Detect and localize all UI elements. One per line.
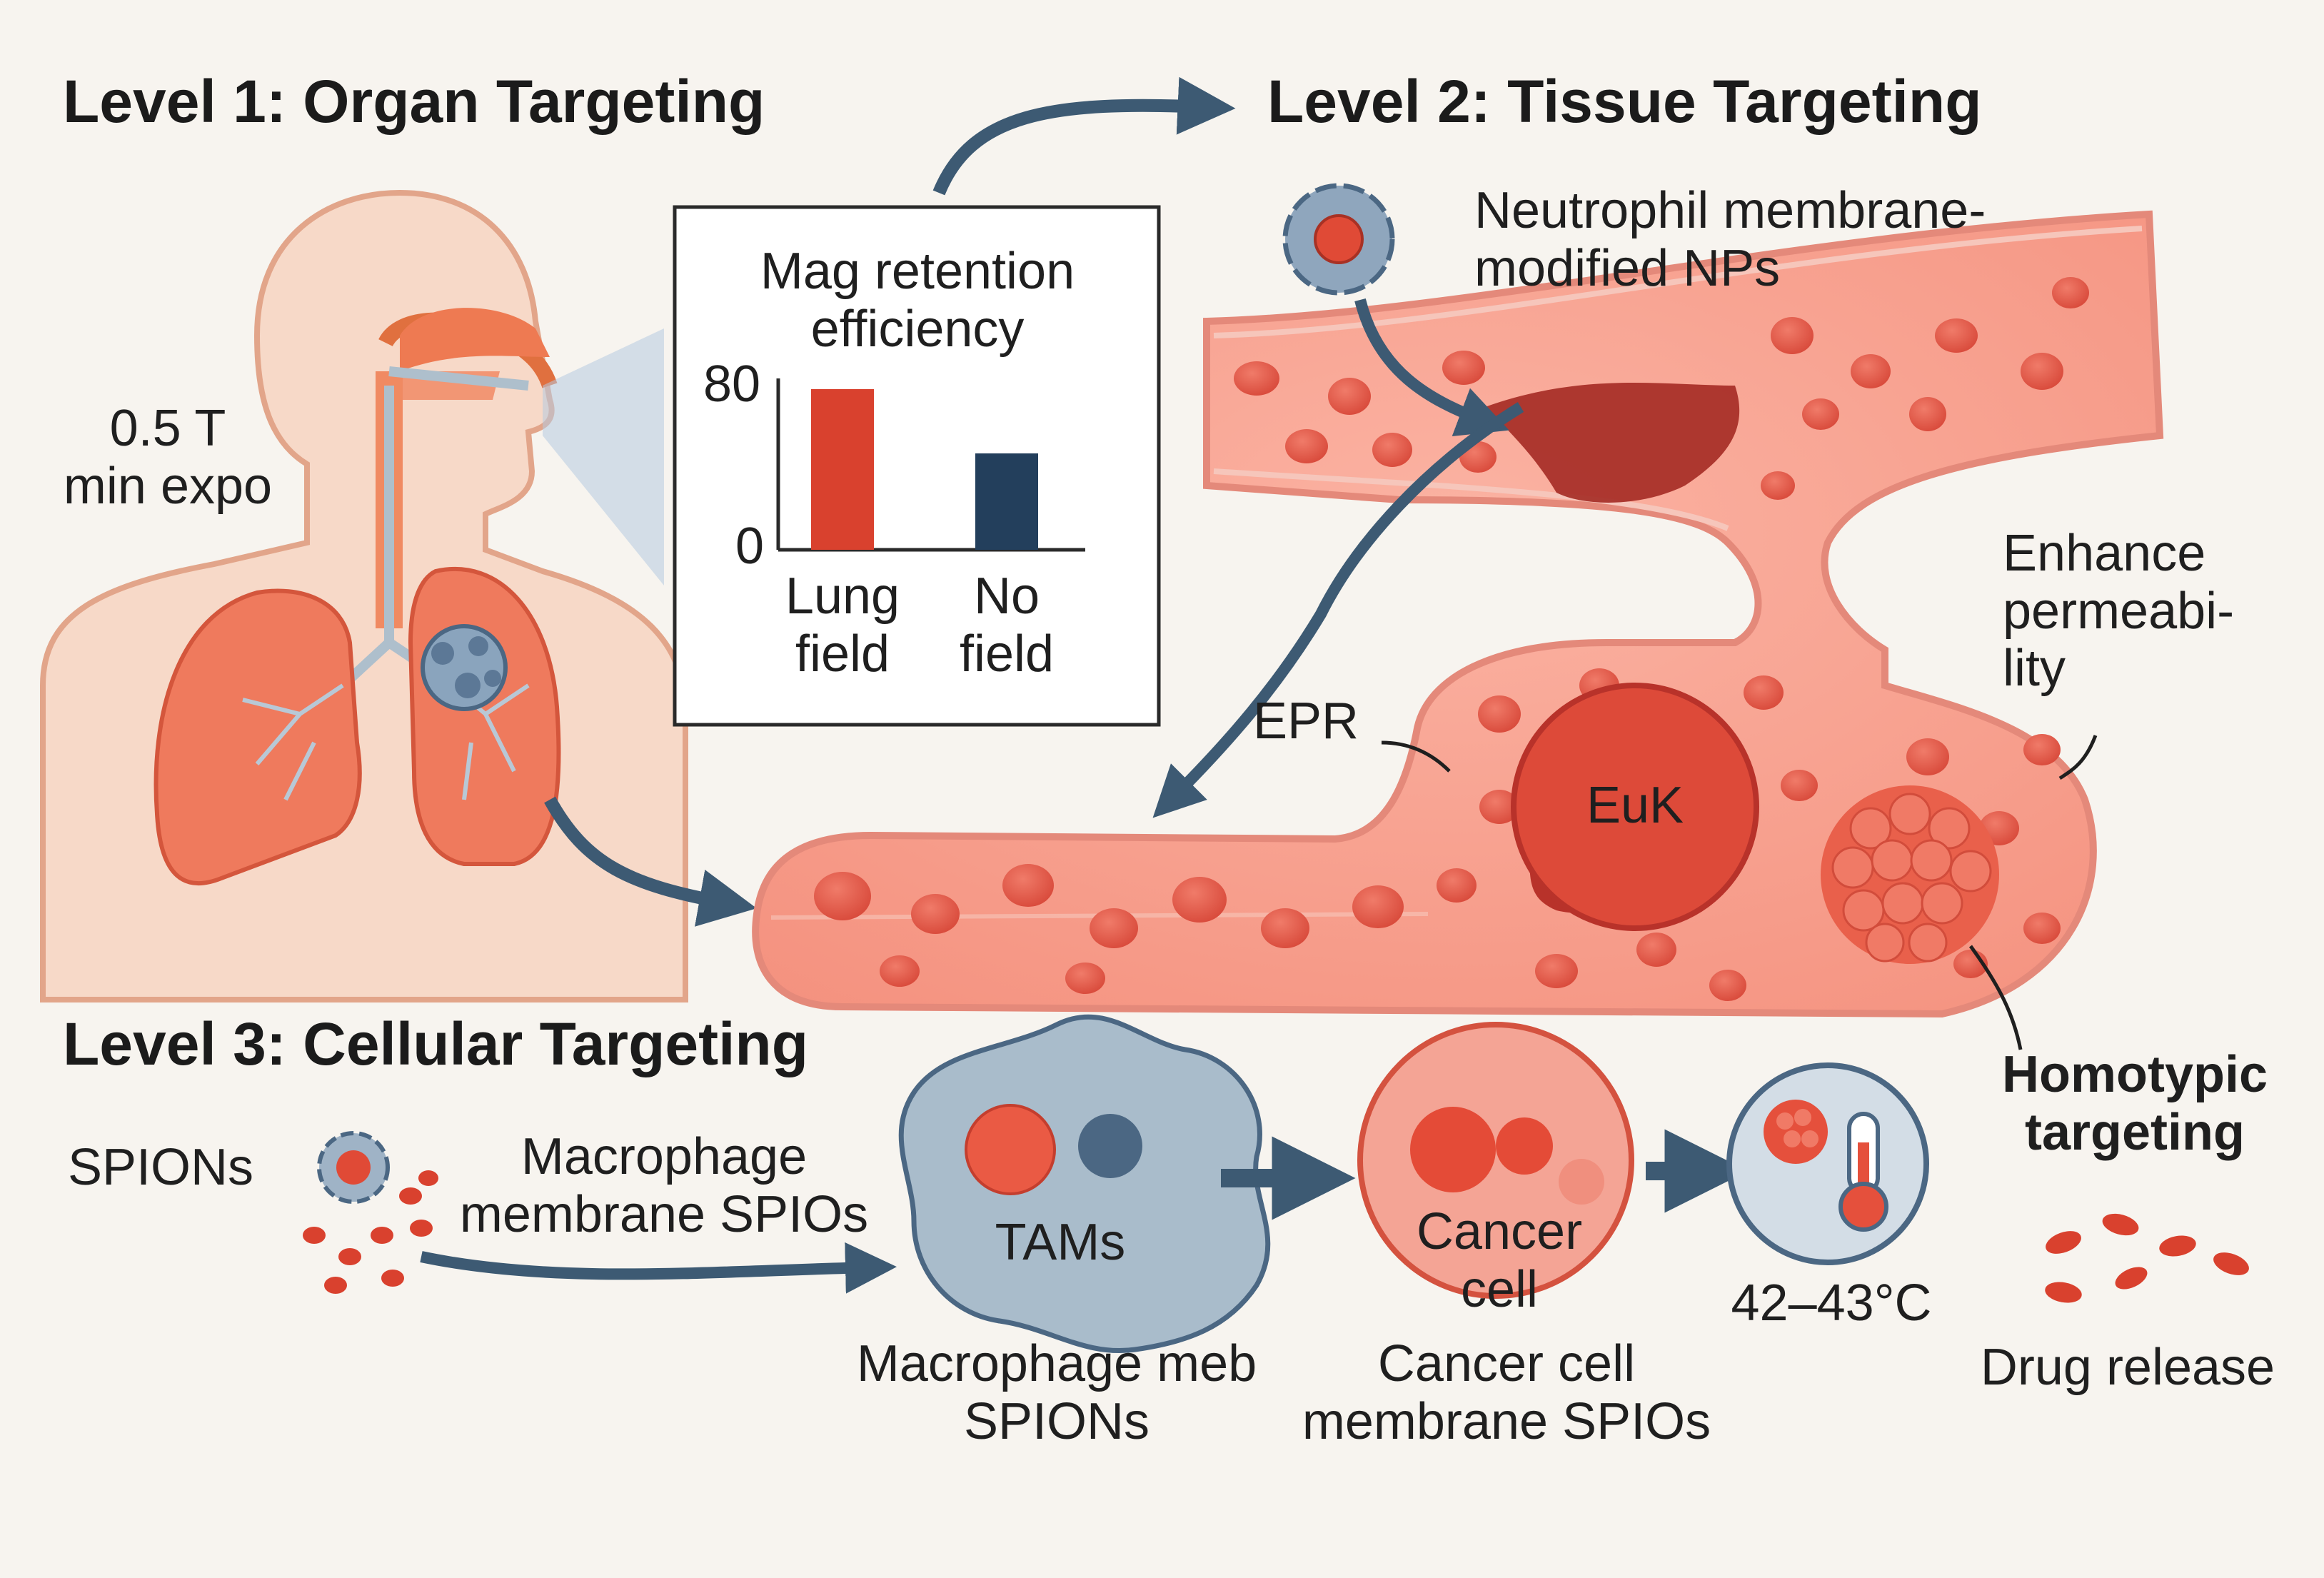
enhance-permeability-label: Enhance permeabi- lity xyxy=(2003,525,2235,698)
inset-category-no-field: No field xyxy=(959,568,1055,683)
torso-silhouette xyxy=(40,189,688,1002)
temperature-label: 42–43°C xyxy=(1731,1275,1932,1332)
tumor-label: EuK xyxy=(1586,777,1684,834)
bronchial-tree xyxy=(242,676,530,801)
magnetic-field-label: 0.5 T min expo xyxy=(63,400,273,515)
neutrophil-membrane-np-icon xyxy=(1282,183,1395,296)
drug-release-particles xyxy=(2045,1213,2249,1303)
homotypic-leader-line xyxy=(1968,945,2023,1050)
epr-leader-line xyxy=(1381,740,1451,773)
airway-tube xyxy=(388,366,529,391)
cancer-cell-caption: Cancer cell membrane SPIOs xyxy=(1302,1335,1711,1450)
macrophage-arrow-label: Macrophage membrane SPIOs xyxy=(459,1128,869,1243)
level3-heading: Level 3: Cellular Targeting xyxy=(63,1010,809,1077)
inset-chart-frame xyxy=(673,205,1161,727)
inset-category-lung-field: Lung field xyxy=(785,568,900,683)
spion-to-tam-arrow xyxy=(420,1242,897,1294)
hyperthermia-icon xyxy=(1726,1062,1929,1265)
inset-bar-1 xyxy=(975,453,1038,550)
nasal-cavity xyxy=(400,308,550,371)
extravasation-arrow xyxy=(1152,402,1524,818)
lower-vessel-lumen-edge xyxy=(1213,468,1729,531)
homotypic-cell-cluster xyxy=(1821,785,1999,964)
inset-bar-0 xyxy=(811,389,874,550)
inset-chart-title: Mag retention efficiency xyxy=(760,243,1075,358)
human-torso-illustration xyxy=(40,189,688,1002)
spion-particles xyxy=(303,1170,438,1294)
spions-label: SPIONs xyxy=(68,1139,254,1196)
np-to-vessel-arrow xyxy=(1354,298,1509,437)
inset-y-tick-80: 80 xyxy=(703,356,761,413)
tam-macrophage-cell xyxy=(898,1014,1271,1354)
neutrophil-np-label: Neutrophil membrane- modified NPs xyxy=(1474,182,1986,297)
level1-heading: Level 1: Organ Targeting xyxy=(63,68,765,135)
magnetic-field-beam xyxy=(543,328,664,586)
permeability-leader-line xyxy=(2058,735,2098,780)
level1-to-level2-arrow xyxy=(932,76,1236,196)
macrophage-caption: Macrophage meb SPIONs xyxy=(856,1335,1257,1450)
left-lung xyxy=(154,588,362,886)
lung-nanoparticle-cluster xyxy=(421,624,508,711)
epr-label: EPR xyxy=(1253,693,1359,750)
drug-release-label: Drug release xyxy=(1980,1339,2275,1396)
spion-particle-icon xyxy=(317,1131,390,1204)
tams-label: TAMs xyxy=(995,1214,1126,1271)
inset-y-tick-0: 0 xyxy=(735,518,765,575)
cancer-cell-label: Cancer cell xyxy=(1416,1203,1583,1318)
leaky-vessel-segment xyxy=(1485,383,1740,503)
red-blood-cells xyxy=(814,277,2089,1001)
homotypic-targeting-label: Homotypic targeting xyxy=(2001,1046,2268,1161)
level2-heading: Level 2: Tissue Targeting xyxy=(1267,68,1982,135)
upper-vessel-lumen-edge xyxy=(1213,226,2143,338)
euk-tumor xyxy=(1511,683,1759,931)
lung-to-vessel-arrow xyxy=(544,796,757,927)
cancer-cell xyxy=(1357,1022,1634,1299)
inset-bar-chart xyxy=(776,378,1085,552)
